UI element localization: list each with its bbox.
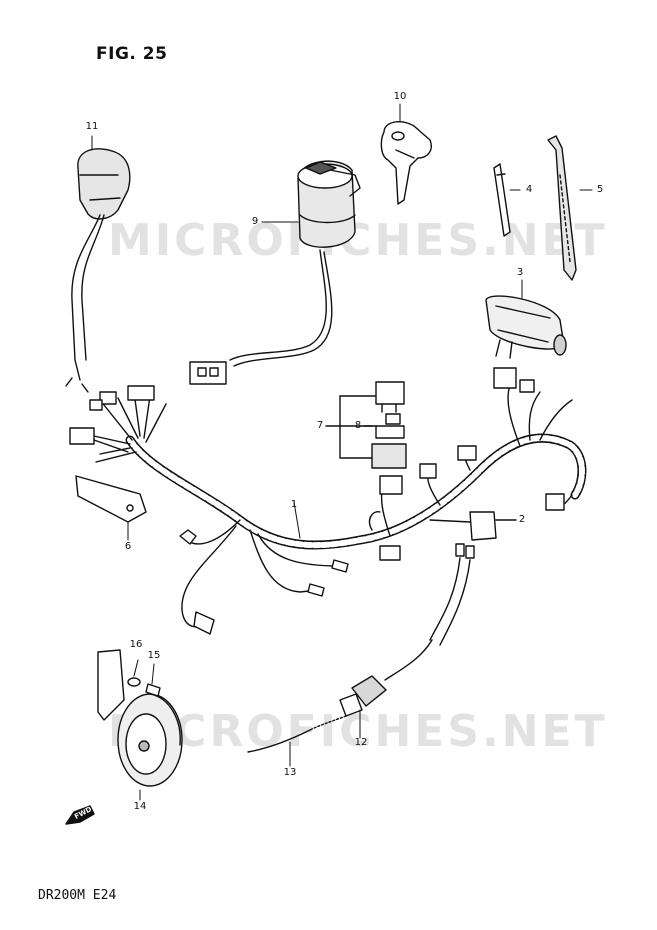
part-5-cable-tie — [547, 135, 577, 281]
part-10-ignition-key — [380, 121, 432, 205]
part-3-coil — [485, 295, 567, 359]
callout-13: 13 — [283, 767, 297, 778]
part-4-clamp-band — [493, 163, 511, 237]
watermark-top: MICROFICHES.NET — [108, 215, 608, 266]
callout-14: 14 — [133, 801, 147, 812]
callout-9: 9 — [251, 216, 259, 227]
callout-10: 10 — [393, 91, 407, 102]
callout-2: 2 — [518, 514, 526, 525]
callout-3: 3 — [516, 267, 524, 278]
callout-15: 15 — [147, 650, 161, 661]
part-14-horn — [97, 649, 183, 787]
part-15-16-screw-washer — [127, 677, 161, 697]
leader-lines — [91, 103, 593, 801]
part-7-8-relays — [325, 381, 407, 469]
part-6-bracket — [75, 475, 147, 523]
part-9-ignition-switch — [189, 160, 361, 385]
callout-6: 6 — [124, 541, 132, 552]
callout-16: 16 — [129, 639, 143, 650]
callout-7: 7 — [316, 420, 324, 431]
part-1-wiring-harness — [69, 367, 587, 635]
callout-1: 1 — [290, 499, 298, 510]
fwd-arrow-icon — [65, 805, 95, 825]
model-code: DR200M E24 — [38, 888, 117, 903]
figure-title: FIG. 25 — [96, 44, 168, 64]
part-11-handlebar-switch — [65, 148, 131, 393]
watermark-bottom: MICROFICHES.NET — [108, 706, 608, 757]
callout-12: 12 — [354, 737, 368, 748]
callout-8: 8 — [354, 420, 362, 431]
callout-5: 5 — [596, 184, 604, 195]
callout-4: 4 — [525, 184, 533, 195]
part-12-13-stop-switch — [247, 543, 475, 753]
callout-11: 11 — [85, 121, 99, 132]
